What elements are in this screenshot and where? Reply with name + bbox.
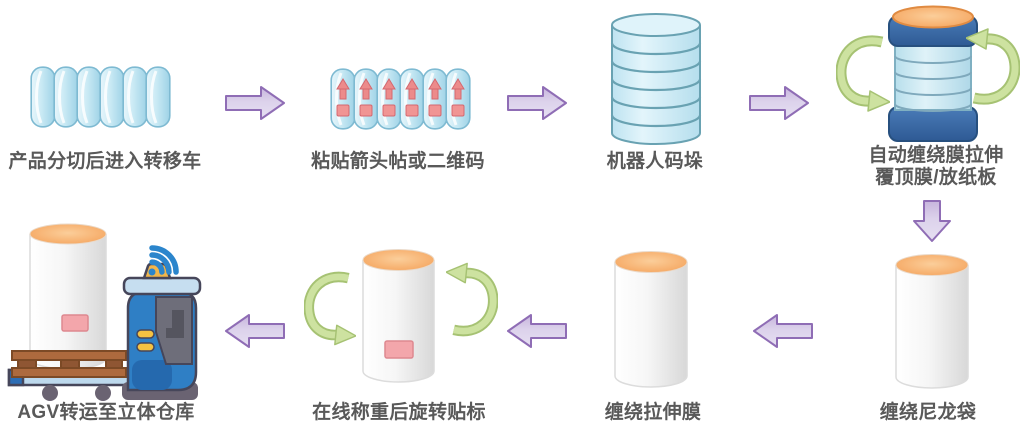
arrow-right-icon (225, 86, 285, 120)
agv-forklift-robot-icon (7, 223, 202, 401)
step5-label: 缠绕尼龙袋 (879, 402, 977, 423)
step4-label-line2: 覆顶膜/放纸板 (875, 167, 997, 188)
roll-disc-icon (99, 66, 125, 128)
arrow-down-icon (913, 200, 951, 242)
arrow-right-icon (507, 86, 567, 120)
step7-label: 在线称重后旋转贴标 (312, 402, 486, 423)
rotate-arrow-icon (836, 35, 890, 112)
agv-wheel (42, 385, 58, 401)
rotate-arrow-icon (966, 28, 1020, 105)
agv-top-cap (122, 276, 202, 296)
step6-label: 缠绕拉伸膜 (604, 402, 702, 423)
product-sticker (384, 340, 414, 359)
agv-window-detail (166, 310, 184, 338)
arrow-left-icon (753, 314, 813, 348)
agv-body (122, 262, 202, 392)
agv-wheel (95, 385, 111, 401)
arrow-left-icon (225, 314, 285, 348)
step4-label-line1: 自动缠绕膜拉伸 (868, 145, 1004, 166)
step4-label: 自动缠绕膜拉伸 覆顶膜/放纸板 (831, 145, 1027, 189)
rotate-arrow-icon (304, 271, 356, 346)
roll-disc-arrow-qr-icon (376, 68, 402, 130)
step8-label: AGV转运至立体仓库 (17, 402, 195, 423)
roll-on-pallet (29, 223, 107, 370)
arrow-left-icon (507, 314, 567, 348)
roll-disc-icon (145, 66, 171, 128)
nylon-bag-roll-icon (895, 254, 969, 389)
step3-label: 机器人码垛 (606, 151, 704, 172)
roll-disc-arrow-qr-icon (445, 68, 471, 130)
indicator-light (136, 329, 155, 339)
slit-rolls-stack-icon (30, 66, 171, 128)
indicator-light (136, 342, 155, 352)
roll-disc-arrow-qr-icon (330, 68, 356, 130)
rolls-with-arrow-qr-labels-icon (330, 68, 471, 130)
rotate-arrow-icon (446, 262, 498, 337)
step1-label: 产品分切后进入转移车 (8, 151, 202, 172)
rotating-labeled-roll-icon (362, 249, 435, 383)
arrow-right-icon (749, 86, 809, 120)
wooden-pallet (11, 350, 127, 378)
roll-disc-arrow-qr-icon (353, 68, 379, 130)
stretch-film-roll-icon (614, 251, 688, 388)
stacked-pallet-cylinder-icon (610, 13, 702, 145)
roll-disc-arrow-qr-icon (399, 68, 425, 130)
step2-label: 粘贴箭头帖或二维码 (311, 151, 485, 172)
product-sticker (61, 314, 89, 332)
wifi-icon (148, 245, 179, 276)
wrapped-cylinder-icon (888, 5, 978, 142)
